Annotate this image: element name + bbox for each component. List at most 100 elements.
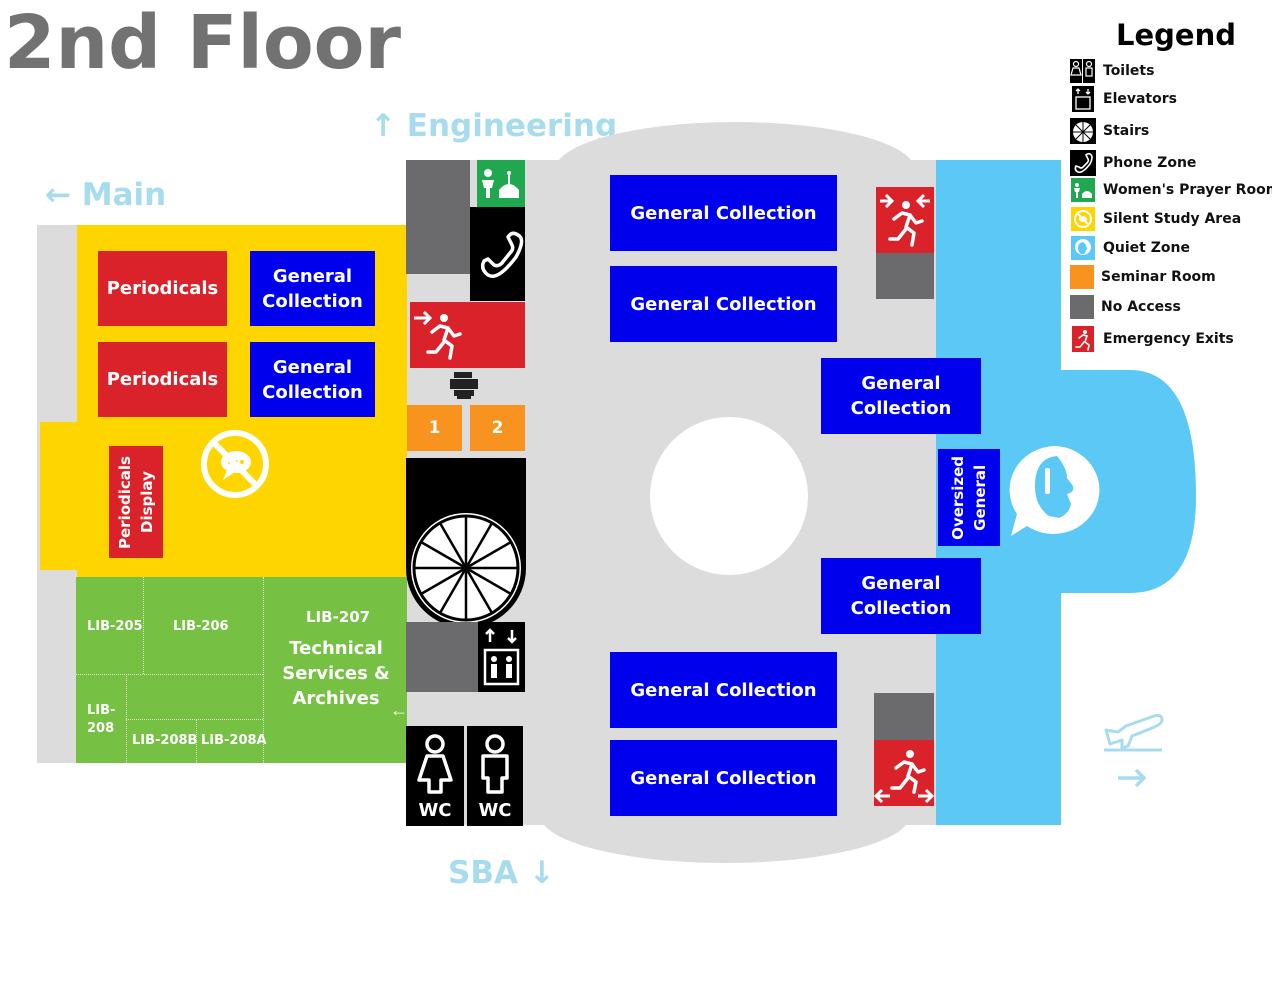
elevator[interactable]	[478, 622, 525, 692]
legend-label-silent-study: Silent Study Area	[1103, 211, 1242, 227]
phone-zone[interactable]	[470, 207, 525, 301]
legend-label-no-access: No Access	[1101, 299, 1181, 315]
elevator-icon	[483, 628, 520, 686]
room-lib-205[interactable]: LIB-205	[87, 619, 143, 634]
offices-area	[76, 577, 407, 763]
divider	[126, 719, 263, 720]
elevator-icon	[1070, 86, 1096, 112]
no-access-area-2	[406, 622, 478, 692]
divider	[76, 674, 263, 675]
arrow-left-icon: ←	[45, 177, 71, 213]
airplane-departure-icon	[1104, 714, 1164, 788]
emergency-exit-icon	[1070, 326, 1096, 352]
general-collection-center-3[interactable]: General Collection	[610, 652, 837, 728]
legend-item-quiet-zone: Quiet Zone	[1070, 235, 1190, 261]
no-talking-icon	[201, 430, 269, 498]
room-lib-207[interactable]: LIB-207	[306, 608, 371, 626]
room-lib-208a[interactable]: LIB-208A	[201, 733, 267, 748]
legend-label-elevators: Elevators	[1103, 91, 1177, 107]
legend-label-phone-zone: Phone Zone	[1103, 155, 1197, 171]
man-icon	[481, 734, 509, 794]
emergency-exit-top-right[interactable]	[876, 187, 934, 253]
periodicals-room-1[interactable]: Periodicals	[98, 251, 227, 326]
arrow-up-icon: ↑	[370, 108, 396, 144]
arrow-down-icon: ↓	[528, 855, 555, 891]
stairs-icon	[406, 458, 526, 623]
general-collection-right-1[interactable]: General Collection	[821, 358, 981, 434]
periodicals-display-label: Periodicals Display	[116, 455, 156, 549]
legend-item-silent-study: Silent Study Area	[1070, 206, 1241, 232]
emergency-exit-icon	[414, 310, 462, 360]
room-lib-206[interactable]: LIB-206	[173, 619, 229, 634]
womens-toilet[interactable]: WC	[406, 726, 464, 826]
divider	[196, 719, 197, 763]
legend-item-toilets: Toilets	[1070, 58, 1154, 84]
atrium-opening	[650, 417, 808, 575]
quiet-zone-icon	[1009, 446, 1100, 536]
direction-sba[interactable]: SBA ↓	[448, 855, 555, 891]
legend-label-seminar-room: Seminar Room	[1101, 269, 1216, 285]
legend-item-seminar-room: Seminar Room	[1070, 264, 1216, 290]
emergency-exit-icon	[880, 193, 930, 247]
no-access-area-4	[874, 693, 934, 740]
toilets-icon	[1070, 58, 1096, 84]
technical-services-archives[interactable]: Technical Services & Archives	[282, 638, 390, 709]
womens-toilet-label: WC	[418, 800, 452, 821]
phone-icon	[480, 231, 524, 278]
legend-label-stairs: Stairs	[1103, 123, 1150, 139]
floor-title: 2nd Floor	[4, 0, 401, 86]
direction-main-label: Main	[81, 177, 167, 213]
divider	[143, 577, 144, 674]
divider	[263, 577, 264, 763]
legend-label-emergency-exits: Emergency Exits	[1103, 331, 1234, 347]
woman-icon	[417, 734, 453, 794]
legend-item-phone-zone: Phone Zone	[1070, 150, 1196, 176]
legend-item-elevators: Elevators	[1070, 86, 1177, 112]
periodicals-display[interactable]: Periodicals Display	[109, 446, 163, 558]
direction-sba-label: SBA	[448, 855, 518, 891]
seminar-room-2[interactable]: 2	[470, 405, 525, 451]
direction-main[interactable]: ← Main	[45, 177, 166, 213]
room-lib-208b[interactable]: LIB-208B	[132, 733, 198, 748]
seminar-room-1[interactable]: 1	[407, 405, 462, 451]
no-access-area-3	[876, 253, 934, 299]
general-collection-center-1[interactable]: General Collection	[610, 175, 837, 251]
mens-toilet-label: WC	[478, 800, 512, 821]
direction-engineering-label: Engineering	[406, 108, 618, 144]
legend-item-stairs: Stairs	[1070, 118, 1149, 144]
general-collection-right-2[interactable]: General Collection	[821, 558, 981, 634]
periodicals-room-2[interactable]: Periodicals	[98, 342, 227, 417]
silent-study-area-extension	[40, 422, 80, 570]
emergency-exit-icon	[873, 750, 935, 804]
emergency-exit-bottom-right[interactable]	[873, 740, 935, 806]
seminar-room-swatch	[1070, 265, 1094, 289]
general-collection-center-4[interactable]: General Collection	[610, 740, 837, 816]
direction-engineering[interactable]: ↑ Engineering	[370, 108, 617, 144]
legend-label-toilets: Toilets	[1103, 63, 1155, 79]
general-collection-left-1[interactable]: General Collection	[250, 251, 375, 326]
emergency-exit-left[interactable]	[410, 302, 525, 368]
prayer-room-icon	[482, 169, 519, 198]
room-lib-208[interactable]: LIB- 208	[87, 703, 116, 736]
quiet-zone-bulge	[1040, 370, 1196, 593]
general-collection-center-2[interactable]: General Collection	[610, 266, 837, 342]
legend-label-quiet-zone: Quiet Zone	[1103, 240, 1190, 256]
stairs-icon	[1070, 118, 1096, 144]
oversized-general-label: Oversized General	[949, 455, 989, 540]
quiet-zone-icon	[1070, 235, 1096, 261]
legend-item-no-access: No Access	[1070, 294, 1181, 320]
phone-icon	[1070, 150, 1096, 176]
womens-prayer-room[interactable]	[477, 160, 525, 207]
legend-item-prayer-room: Women's Prayer Room	[1070, 177, 1272, 203]
general-collection-left-2[interactable]: General Collection	[250, 342, 375, 417]
legend-item-emergency-exits: Emergency Exits	[1070, 326, 1234, 352]
oversized-general[interactable]: Oversized General	[938, 449, 1000, 546]
silent-study-icon	[1070, 206, 1096, 232]
no-access-swatch	[1070, 295, 1094, 319]
entrance-arrow-icon: ←	[390, 700, 408, 720]
legend-label-prayer-room: Women's Prayer Room	[1103, 182, 1272, 198]
prayer-room-icon	[1070, 177, 1096, 203]
legend-title: Legend	[1116, 18, 1236, 52]
mens-toilet[interactable]: WC	[467, 726, 523, 826]
printer-icon	[450, 372, 478, 399]
